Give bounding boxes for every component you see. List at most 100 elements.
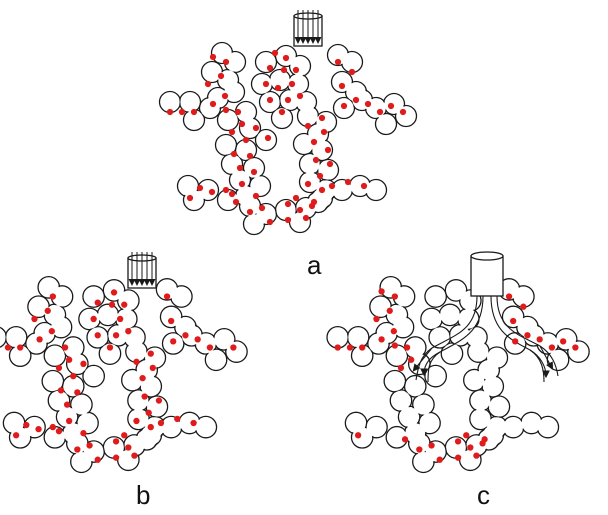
particle-dot (186, 194, 194, 202)
particle-dot (94, 456, 101, 463)
particle-dot (94, 299, 101, 306)
particle-dot (360, 182, 368, 190)
particle-dot (139, 374, 146, 382)
particle-dot (284, 216, 292, 224)
panel-label-a: a (307, 250, 322, 280)
particle-dot (284, 96, 292, 104)
particle-dot (228, 128, 236, 136)
particle-dot (334, 344, 341, 351)
particle-dot (222, 58, 230, 66)
particle-dot (324, 146, 332, 154)
particle-dot (407, 356, 415, 363)
particle-dot (316, 172, 324, 180)
particle-dot (559, 338, 567, 345)
particle-dot (536, 336, 543, 343)
particle-dot (110, 289, 118, 296)
particle-dot (49, 293, 57, 300)
particle-dot (242, 136, 250, 144)
particle-dot (35, 425, 42, 433)
particle-dot (378, 288, 385, 295)
particle-dot (346, 344, 354, 351)
panel-label-c: c (477, 480, 490, 510)
particle-dot (234, 108, 242, 116)
particle-dot (228, 190, 236, 198)
particle-dot (271, 49, 279, 57)
particle-dot (65, 417, 73, 425)
particle-dot (250, 168, 258, 176)
particle-dot (310, 138, 318, 146)
particle-dot (274, 84, 282, 92)
particle-dot (296, 92, 304, 100)
particle-dot (318, 114, 326, 122)
particle-dot (222, 186, 230, 194)
particle-dot (348, 68, 356, 76)
particle-dot (252, 192, 260, 200)
particle-dot (284, 200, 292, 208)
particle-dot (262, 80, 270, 88)
particle-dot (196, 184, 204, 192)
particle-dot (416, 446, 423, 453)
particle-dot (221, 92, 229, 100)
particle-dot (246, 152, 254, 160)
particle-dot (116, 315, 124, 323)
particle-dot (36, 336, 43, 343)
panel-a-diagram (158, 10, 418, 236)
particle-dot (403, 344, 411, 351)
particle-dot (4, 344, 12, 351)
inlet-tube (127, 252, 157, 289)
particle-dot (112, 438, 120, 445)
particle-dot (190, 419, 197, 427)
particle-dot (326, 160, 334, 168)
particle-dot (266, 64, 274, 72)
particle-dot (473, 452, 480, 459)
particle-dot (454, 454, 462, 461)
particle-dot (304, 122, 312, 130)
particle-dot (387, 102, 395, 110)
particle-dot (264, 134, 272, 142)
particle-dot (338, 82, 346, 90)
particle-dot (238, 180, 246, 188)
particle-dot (80, 430, 87, 437)
particle-dot (318, 186, 326, 194)
particle-dot (386, 307, 393, 314)
particle-dot (238, 120, 246, 128)
particle-dot (320, 128, 328, 136)
particle-dot (70, 372, 77, 380)
inlet-cylinder (470, 251, 504, 297)
particle-dot (246, 208, 254, 216)
particle-dot (178, 108, 186, 116)
particle-dot (278, 108, 286, 116)
particle-dot (352, 96, 360, 104)
particle-dot (121, 432, 128, 439)
particle-dot (266, 218, 274, 226)
particle-dot (61, 344, 69, 351)
particle-dot (166, 108, 174, 116)
particle-dot (373, 315, 380, 323)
particle-dot (391, 342, 399, 349)
particles (334, 288, 579, 463)
particle-dot (74, 446, 81, 453)
particle-dot (572, 344, 579, 351)
particle-dot (428, 442, 435, 449)
particle-dot (378, 336, 385, 343)
particles (4, 289, 237, 463)
particle-dot (209, 53, 217, 61)
particle-dot (390, 328, 397, 335)
airflow-streamlines (412, 295, 559, 383)
particle-dot (190, 108, 198, 116)
particle-dot (302, 214, 310, 222)
particle-dot (44, 307, 51, 314)
particle-dot (288, 80, 296, 88)
particle-dot (182, 332, 189, 339)
particle-dot (65, 356, 73, 363)
particle-dot (512, 338, 519, 345)
particle-dot (49, 423, 57, 431)
flow-arrow-right (529, 349, 550, 379)
particle-dot (296, 206, 304, 214)
particle-dot (23, 421, 30, 429)
particle-dot (463, 432, 470, 439)
particle-dot (125, 328, 132, 335)
particle-dot (155, 397, 163, 404)
particle-dot (505, 293, 513, 300)
flow-arrows-icon (128, 252, 156, 286)
